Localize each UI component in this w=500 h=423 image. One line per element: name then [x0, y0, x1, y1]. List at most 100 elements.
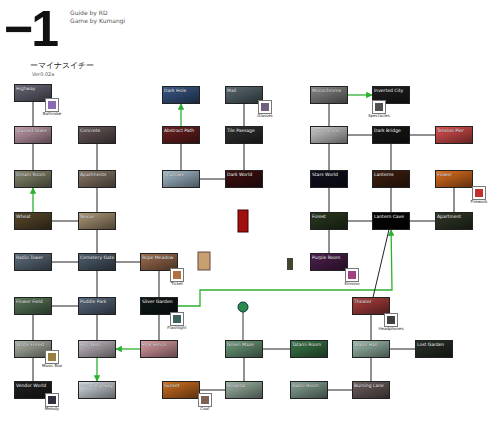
- area-name: Vendor World: [16, 383, 46, 388]
- area-name: Rope Meadow: [142, 255, 173, 260]
- path-connector: [97, 271, 98, 297]
- path-connector: [200, 179, 225, 180]
- area-name: Apartments: [80, 172, 106, 177]
- path-connector: [328, 390, 352, 391]
- area-name: Dark Bridge: [374, 128, 401, 133]
- shortcut-arrow: [32, 188, 33, 212]
- path-connector: [97, 188, 98, 212]
- item-picture: [48, 101, 56, 109]
- path-connector: [348, 221, 372, 222]
- item-name: Kimono: [338, 282, 366, 287]
- area-name: Theater: [354, 299, 372, 304]
- area-box: Concrete: [78, 126, 116, 144]
- area-box: Radio Room: [290, 381, 328, 399]
- path-connector: [97, 144, 98, 170]
- item-icon: Music Box: [45, 350, 59, 364]
- area-box: Flower Field: [14, 297, 52, 315]
- path-connector: [116, 262, 140, 263]
- area-name: Cemetery Gate: [80, 255, 114, 260]
- area-box: Nexus: [78, 212, 116, 230]
- area-box: Puddle Park: [78, 297, 116, 315]
- path-connector: [371, 358, 372, 381]
- item-icon: Ticket: [170, 268, 184, 282]
- title-text: −1: [4, 0, 57, 58]
- item-icon: Melody: [45, 393, 59, 407]
- area-name: Monochrome: [312, 88, 341, 93]
- item-icon: Coat: [198, 393, 212, 407]
- area-name: Concrete: [80, 128, 100, 133]
- path-connector: [410, 221, 435, 222]
- area-box: Burning Lane: [352, 381, 390, 399]
- area-name: Lantern Cave: [374, 214, 404, 219]
- area-name: Apartment: [437, 214, 461, 219]
- area-box: Dream Room: [14, 170, 52, 188]
- path-connector: [52, 306, 78, 307]
- item-picture: [173, 271, 181, 279]
- area-name: White Forest: [16, 342, 44, 347]
- item-name: Firework: [465, 200, 493, 205]
- area-name: Tension Pier: [437, 128, 464, 133]
- caption-label: Ver0.02a: [32, 71, 54, 77]
- area-box: Hospital: [225, 381, 263, 399]
- area-name: Dark Hole: [164, 88, 186, 93]
- area-name: Burning Lane: [354, 383, 384, 388]
- area-box: Green Maze: [225, 340, 263, 358]
- area-name: Forest: [312, 214, 326, 219]
- item-name: Spectacles: [365, 114, 393, 119]
- item-name: Bathrobe: [38, 112, 66, 117]
- item-name: Flashlight: [163, 326, 191, 331]
- item-name: Ticket: [163, 282, 191, 287]
- area-name: Flower: [437, 172, 452, 177]
- area-name: Shallows: [164, 172, 184, 177]
- area-box: Lanterns: [372, 170, 410, 188]
- path-connector: [33, 144, 34, 170]
- green-orb-symbol: [238, 302, 248, 312]
- path-connector: [371, 315, 372, 340]
- area-name: Inverted City: [374, 88, 403, 93]
- connector-line: [243, 312, 244, 340]
- item-icon: Bathrobe: [45, 98, 59, 112]
- item-icon: Flashlight: [170, 312, 184, 326]
- area-name: Abstract Path: [164, 128, 194, 133]
- path-connector: [33, 315, 34, 340]
- caption-label: Guide by RD: [70, 9, 108, 16]
- path-connector: [410, 135, 435, 136]
- area-name: Radio Tower: [16, 255, 43, 260]
- area-name: Puddle Park: [80, 299, 106, 304]
- path-connector: [52, 262, 78, 263]
- area-box: Flower: [435, 170, 473, 188]
- area-box: Shallows: [162, 170, 200, 188]
- shortcut-arrow: [348, 94, 372, 95]
- area-name: Radio Room: [292, 383, 319, 388]
- area-name: Silver Garden: [142, 299, 173, 304]
- area-box: Radio Tower: [14, 253, 52, 271]
- area-box: Dark World: [225, 170, 263, 188]
- area-box: Dark Bridge: [372, 126, 410, 144]
- area-box: Sunset: [162, 381, 200, 399]
- path-connector: [373, 230, 389, 297]
- item-picture: [261, 103, 269, 111]
- shortcut-arrow: [180, 104, 181, 126]
- shortcut-arrow: [116, 348, 140, 349]
- area-name: Dream Room: [16, 172, 45, 177]
- area-name: Stained Glass: [16, 128, 47, 133]
- path-connector: [348, 135, 372, 136]
- area-name: Green Maze: [227, 342, 254, 347]
- area-box: Apartments: [78, 170, 116, 188]
- path-connector: [33, 102, 34, 126]
- area-name: Tatami Room: [292, 342, 321, 347]
- item-picture: [173, 315, 181, 323]
- item-picture: [348, 271, 356, 279]
- area-box: Cemetery Gate: [78, 253, 116, 271]
- path-connector: [391, 188, 392, 212]
- area-name: Sunset: [164, 383, 179, 388]
- item-name: Headphones: [377, 327, 405, 332]
- area-name: Tile Passage: [227, 128, 255, 133]
- caption-label: ーマイナスイチー: [30, 60, 94, 71]
- figure-symbol: [287, 258, 293, 270]
- area-box: Wheat: [14, 212, 52, 230]
- path-connector: [52, 221, 78, 222]
- path-connector: [97, 230, 98, 253]
- area-name: Lanterns: [374, 172, 394, 177]
- path-connector: [159, 271, 160, 297]
